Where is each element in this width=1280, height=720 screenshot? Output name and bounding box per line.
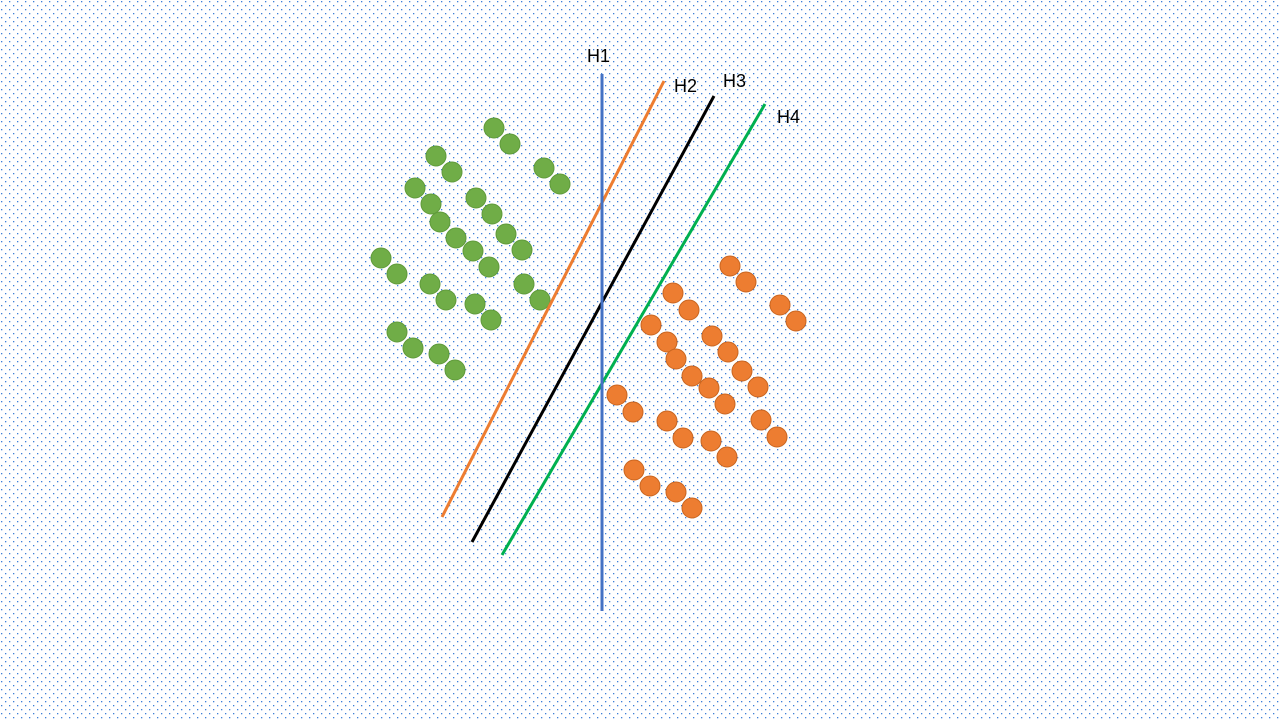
orange-data-point [606, 384, 628, 406]
orange-data-point [678, 299, 700, 321]
orange-data-point [662, 282, 684, 304]
orange-data-point [716, 446, 738, 468]
green-data-point [462, 240, 484, 262]
orange-data-point [681, 365, 703, 387]
green-data-point [425, 145, 447, 167]
label-h3: H3 [723, 71, 746, 91]
orange-data-point [750, 409, 772, 431]
label-h1: H1 [587, 46, 610, 66]
label-h2: H2 [674, 76, 697, 96]
orange-data-point [681, 497, 703, 519]
green-data-point [481, 203, 503, 225]
green-data-point [441, 161, 463, 183]
green-data-point [533, 157, 555, 179]
green-data-point [511, 239, 533, 261]
orange-data-point [623, 459, 645, 481]
green-data-point [445, 227, 467, 249]
hyperplane-h4 [500, 103, 767, 556]
orange-data-point [701, 325, 723, 347]
orange-data-point [698, 377, 720, 399]
green-data-point [370, 247, 392, 269]
green-data-point [549, 173, 571, 195]
green-data-point [386, 321, 408, 343]
green-data-point [402, 337, 424, 359]
green-data-point [499, 133, 521, 155]
hyperplane-h2 [440, 80, 666, 518]
green-data-point [404, 177, 426, 199]
green-data-point [529, 289, 551, 311]
orange-data-point [665, 348, 687, 370]
orange-data-point [700, 430, 722, 452]
green-data-point [513, 273, 535, 295]
orange-data-point [731, 360, 753, 382]
orange-data-point [656, 331, 678, 353]
orange-data-point [640, 314, 662, 336]
hyperplane-h3 [470, 95, 716, 543]
green-data-point [478, 256, 500, 278]
orange-data-point [766, 426, 788, 448]
orange-data-point [719, 255, 741, 277]
orange-class-points [606, 255, 807, 519]
green-data-point [464, 293, 486, 315]
orange-data-point [717, 341, 739, 363]
orange-data-point [735, 271, 757, 293]
green-data-point [428, 343, 450, 365]
orange-data-point [672, 427, 694, 449]
green-data-point [465, 187, 487, 209]
orange-data-point [656, 410, 678, 432]
green-data-point [483, 117, 505, 139]
orange-data-point [785, 310, 807, 332]
orange-data-point [622, 401, 644, 423]
green-data-point [386, 263, 408, 285]
orange-data-point [665, 481, 687, 503]
green-data-point [435, 289, 457, 311]
orange-data-point [747, 376, 769, 398]
label-h4: H4 [777, 107, 800, 127]
green-data-point [480, 309, 502, 331]
green-data-point [419, 273, 441, 295]
orange-data-point [639, 475, 661, 497]
green-data-point [420, 193, 442, 215]
orange-data-point [714, 393, 736, 415]
green-data-point [444, 359, 466, 381]
orange-data-point [769, 294, 791, 316]
green-class-points [370, 117, 571, 381]
green-data-point [429, 211, 451, 233]
green-data-point [495, 223, 517, 245]
